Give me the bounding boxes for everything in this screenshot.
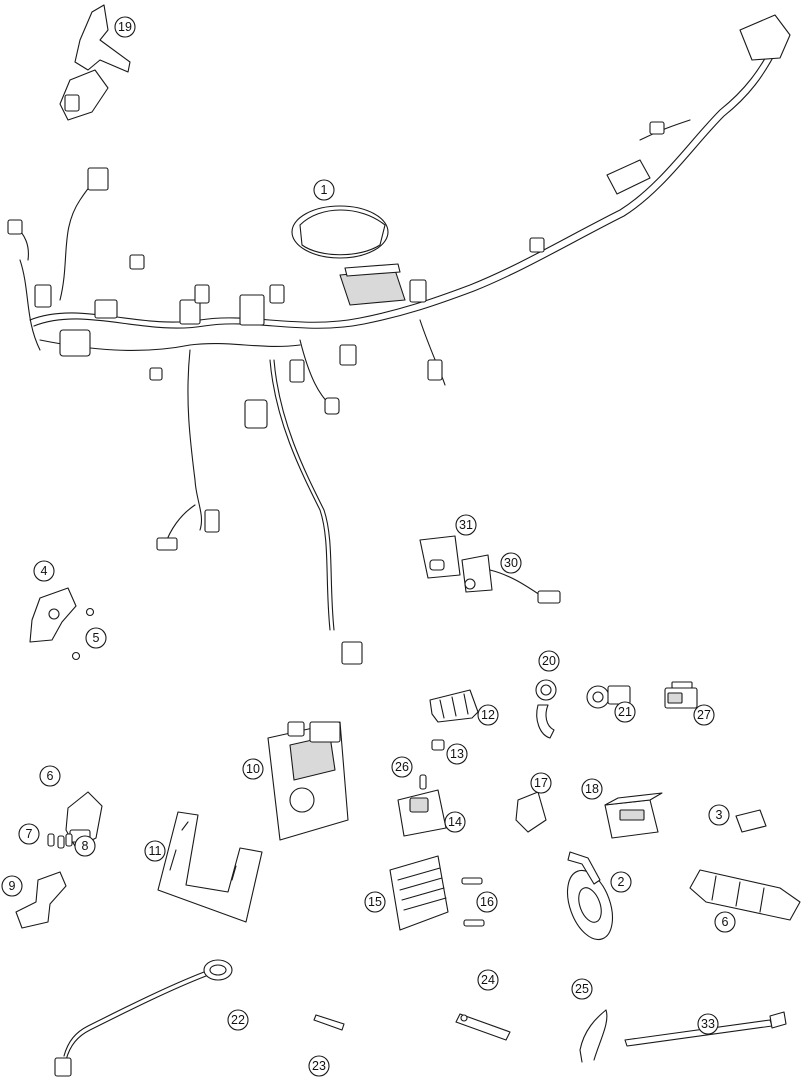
callout-6-lower: 6 xyxy=(714,911,736,933)
callout-label: 33 xyxy=(701,1017,715,1031)
callout-label: 19 xyxy=(118,20,132,34)
part-26-screw xyxy=(419,774,427,790)
part-12-connector-holder xyxy=(429,689,479,723)
callout-10: 10 xyxy=(242,758,264,780)
callout-label: 16 xyxy=(480,895,494,909)
callout-label: 18 xyxy=(585,782,599,796)
callout-24: 24 xyxy=(477,969,499,991)
part-11-control-unit-frame xyxy=(157,811,263,923)
callout-14: 14 xyxy=(444,811,466,833)
callout-label: 2 xyxy=(618,875,625,889)
callout-label: 25 xyxy=(575,982,589,996)
callout-label: 4 xyxy=(41,564,48,578)
callout-15: 15 xyxy=(364,891,386,913)
callout-label: 24 xyxy=(481,973,495,987)
callout-30: 30 xyxy=(500,552,522,574)
part-6-connector-block xyxy=(689,869,801,921)
callout-label: 6 xyxy=(722,915,729,929)
part-4-bracket xyxy=(29,587,77,643)
part-30-sensor-cable xyxy=(461,554,561,604)
callout-label: 9 xyxy=(9,879,16,893)
callout-label: 14 xyxy=(448,815,462,829)
callout-label: 27 xyxy=(697,708,711,722)
part-33-cable-tie xyxy=(624,1011,787,1047)
part-22-cable-grommet xyxy=(54,959,233,1077)
callout-33: 33 xyxy=(697,1013,719,1035)
callout-label: 10 xyxy=(246,762,260,776)
part-23-pin xyxy=(313,1014,345,1031)
callout-5: 5 xyxy=(85,627,107,649)
part-14-relay xyxy=(397,789,447,837)
callout-13: 13 xyxy=(446,743,468,765)
callout-22: 22 xyxy=(227,1009,249,1031)
callout-label: 7 xyxy=(26,827,33,841)
callout-label: 11 xyxy=(149,844,162,858)
callout-label: 6 xyxy=(47,769,54,783)
callout-label: 12 xyxy=(481,708,495,722)
part-24-strap xyxy=(455,1013,511,1041)
callout-label: 21 xyxy=(618,705,632,719)
part-15-regulator xyxy=(389,855,449,931)
callout-12: 12 xyxy=(477,704,499,726)
callout-label: 15 xyxy=(368,895,382,909)
part-16-screws xyxy=(461,877,485,927)
callout-23: 23 xyxy=(308,1055,330,1077)
callout-25: 25 xyxy=(571,978,593,1000)
callout-label: 1 xyxy=(321,183,328,197)
callout-17: 17 xyxy=(530,772,552,794)
part-7-screw xyxy=(47,833,55,847)
callout-3: 3 xyxy=(708,804,730,826)
callout-8: 8 xyxy=(74,835,96,857)
part-25-clip xyxy=(579,1009,608,1063)
part-18-relay-box xyxy=(604,792,663,839)
callout-label: 23 xyxy=(312,1059,326,1073)
callout-18: 18 xyxy=(581,778,603,800)
part-13-nut xyxy=(431,739,445,751)
callout-4: 4 xyxy=(33,560,55,582)
callout-2: 2 xyxy=(610,871,632,893)
callout-label: 17 xyxy=(534,776,548,790)
part-20-socket xyxy=(535,679,557,739)
part-8-screw xyxy=(57,833,73,849)
callout-31: 31 xyxy=(455,514,477,536)
callout-19: 19 xyxy=(114,16,136,38)
callout-21: 21 xyxy=(614,701,636,723)
part-17-connector xyxy=(515,791,547,833)
callout-label: 3 xyxy=(716,808,723,822)
callout-1: 1 xyxy=(313,179,335,201)
part-5-screws xyxy=(71,607,95,661)
part-19-relay-bracket xyxy=(59,4,131,121)
callout-label: 30 xyxy=(504,556,518,570)
callout-16: 16 xyxy=(476,891,498,913)
part-9-bracket xyxy=(15,871,67,929)
callout-label: 5 xyxy=(93,631,100,645)
part-31-sensor-holder xyxy=(419,535,461,579)
callout-6-upper: 6 xyxy=(39,765,61,787)
callout-7: 7 xyxy=(18,823,40,845)
callout-26: 26 xyxy=(391,756,413,778)
callout-9: 9 xyxy=(1,875,23,897)
callout-11: 11 xyxy=(144,840,166,862)
part-27-switch xyxy=(664,681,698,709)
part-10-control-unit xyxy=(267,721,349,841)
callout-label: 20 xyxy=(542,654,556,668)
callout-label: 26 xyxy=(395,760,409,774)
part-3-connector xyxy=(735,809,767,833)
callout-label: 31 xyxy=(459,518,473,532)
part-main-wiring-harness xyxy=(7,14,791,665)
callout-20: 20 xyxy=(538,650,560,672)
callout-27: 27 xyxy=(693,704,715,726)
callout-label: 22 xyxy=(231,1013,245,1027)
part-2-horn xyxy=(566,851,614,941)
callout-label: 13 xyxy=(450,747,464,761)
callout-label: 8 xyxy=(82,839,89,853)
